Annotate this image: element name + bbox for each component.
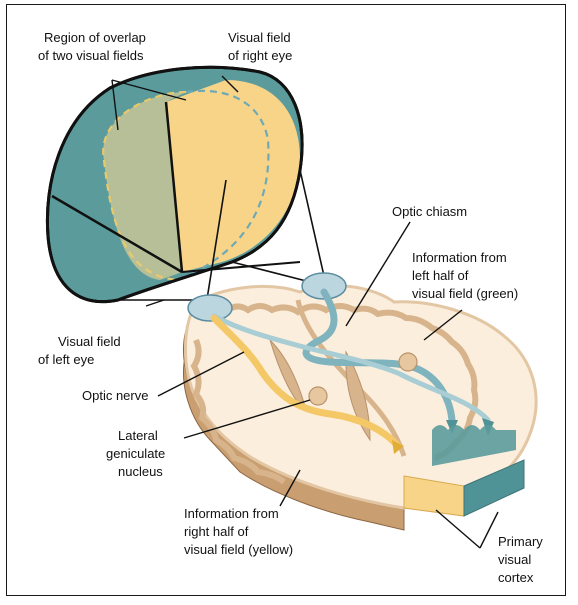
brain-section [184, 273, 537, 530]
left-eye [188, 295, 232, 321]
label-lgn: Lateral geniculate nucleus [106, 428, 169, 479]
visual-field-figure [47, 67, 302, 301]
lgn-left [309, 387, 327, 405]
lgn-right [399, 353, 417, 371]
label-info-left: Information from left half of visual fie… [412, 250, 518, 301]
label-cortex: Primary visual cortex [498, 534, 546, 585]
right-eye-field [166, 80, 300, 272]
label-optic-nerve: Optic nerve [82, 388, 148, 403]
label-left-eye-field: Visual field of left eye [38, 334, 124, 367]
label-right-eye-field: Visual field of right eye [228, 30, 294, 63]
label-info-right: Information from right half of visual fi… [184, 506, 293, 557]
label-optic-chiasm: Optic chiasm [392, 204, 467, 219]
label-overlap: Region of overlap of two visual fields [38, 30, 150, 63]
